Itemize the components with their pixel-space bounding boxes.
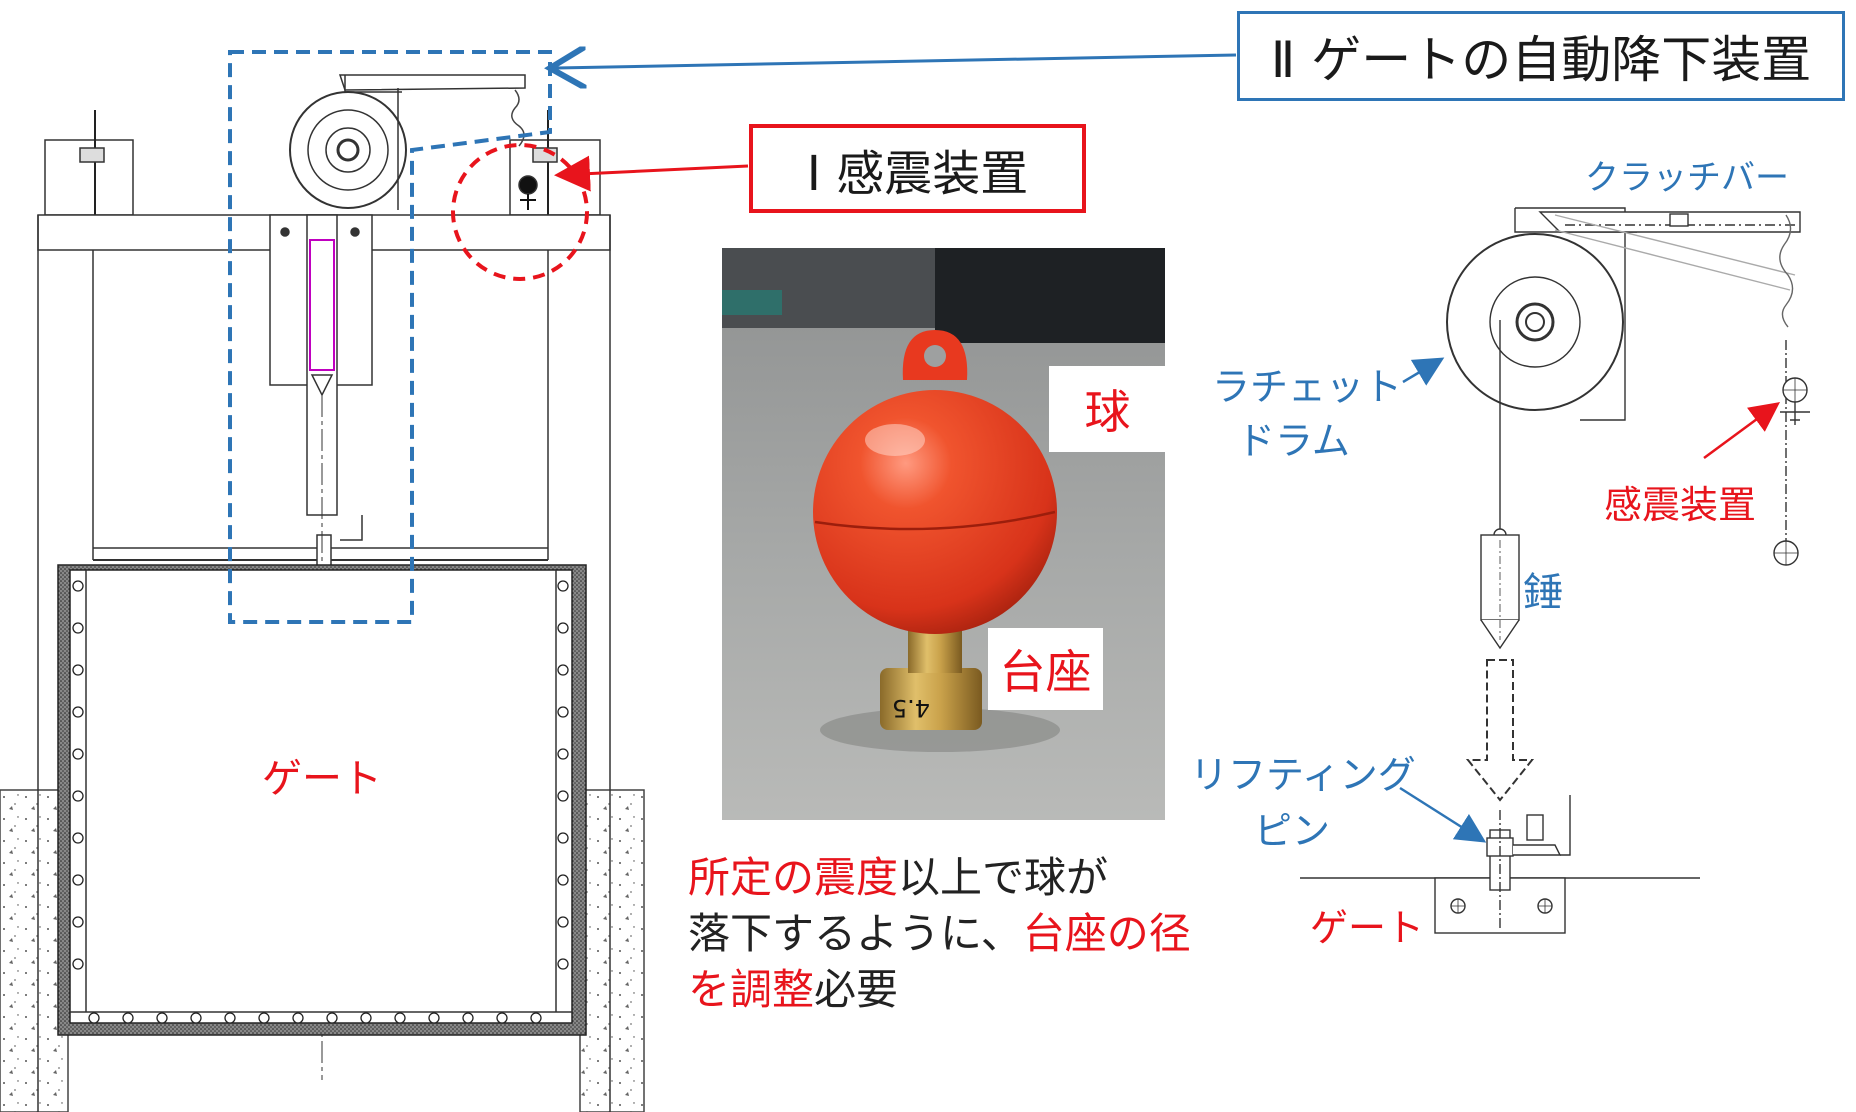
lifting-pin-arrow	[1399, 786, 1487, 843]
caption-part3: 落下するように、	[688, 909, 1023, 958]
caption-part6: 必要	[814, 965, 899, 1014]
ratchet-drum-label-1: ラチェット	[1212, 365, 1403, 409]
gate-leaf	[69, 569, 573, 1024]
seismic-sensor-arrow	[554, 155, 749, 192]
auto-lowering-callout: Ⅱ ゲートの自動降下装置	[1237, 11, 1845, 101]
caption-part5: を調整	[688, 965, 815, 1014]
auto-lowering-arrow	[556, 55, 1237, 68]
mechanism-drawing	[1300, 207, 1810, 934]
seismic-sensor-callout-text: Ⅰ 感震装置	[806, 145, 1029, 202]
drop-arrow	[1465, 659, 1535, 802]
right-sensor-label: 感震装置	[1604, 483, 1757, 527]
caption-part1: 所定の震度	[688, 853, 899, 902]
base-label: 台座	[988, 628, 1103, 710]
auto-lowering-callout-text: Ⅱ ゲートの自動降下装置	[1270, 31, 1812, 89]
red-ball	[813, 390, 1057, 634]
clutch-bar	[1538, 211, 1801, 291]
photo-caption: 所定の震度以上で球が落下するように、台座の径を調整必要	[688, 850, 1208, 1018]
ball-label: 球	[1049, 366, 1166, 452]
ratchet-arrow	[1402, 357, 1445, 386]
lifting-pin-label-2: ピン	[1254, 809, 1331, 853]
gate-bolts	[72, 580, 569, 1024]
base-marking: 4.5	[892, 694, 930, 722]
seismic-sensor-highlight	[451, 143, 589, 281]
clutch-bar-label: クラッチバー	[1585, 158, 1789, 198]
base-label-text: 台座	[999, 645, 1092, 699]
right-gate-label: ゲート	[1310, 906, 1425, 950]
sensor-arrow	[1703, 402, 1781, 460]
concrete-wall-right	[579, 789, 645, 1112]
sensor-photo: 4.5	[722, 248, 1165, 820]
lifting-pin-label-1: リフティング	[1190, 753, 1416, 797]
brass-base	[880, 668, 982, 730]
ratchet-drum-label-2: ドラム	[1237, 419, 1350, 463]
caption-part2: 以上で球が	[898, 853, 1109, 902]
seismic-sensor-callout: Ⅰ 感震装置	[749, 124, 1086, 213]
left-gate-label: ゲート	[262, 756, 382, 802]
caption-part4: 台座の径	[1022, 909, 1191, 958]
ball-label-text: 球	[1084, 385, 1131, 439]
gate-drawing	[0, 74, 645, 1112]
weight-label: 錘	[1523, 570, 1563, 616]
